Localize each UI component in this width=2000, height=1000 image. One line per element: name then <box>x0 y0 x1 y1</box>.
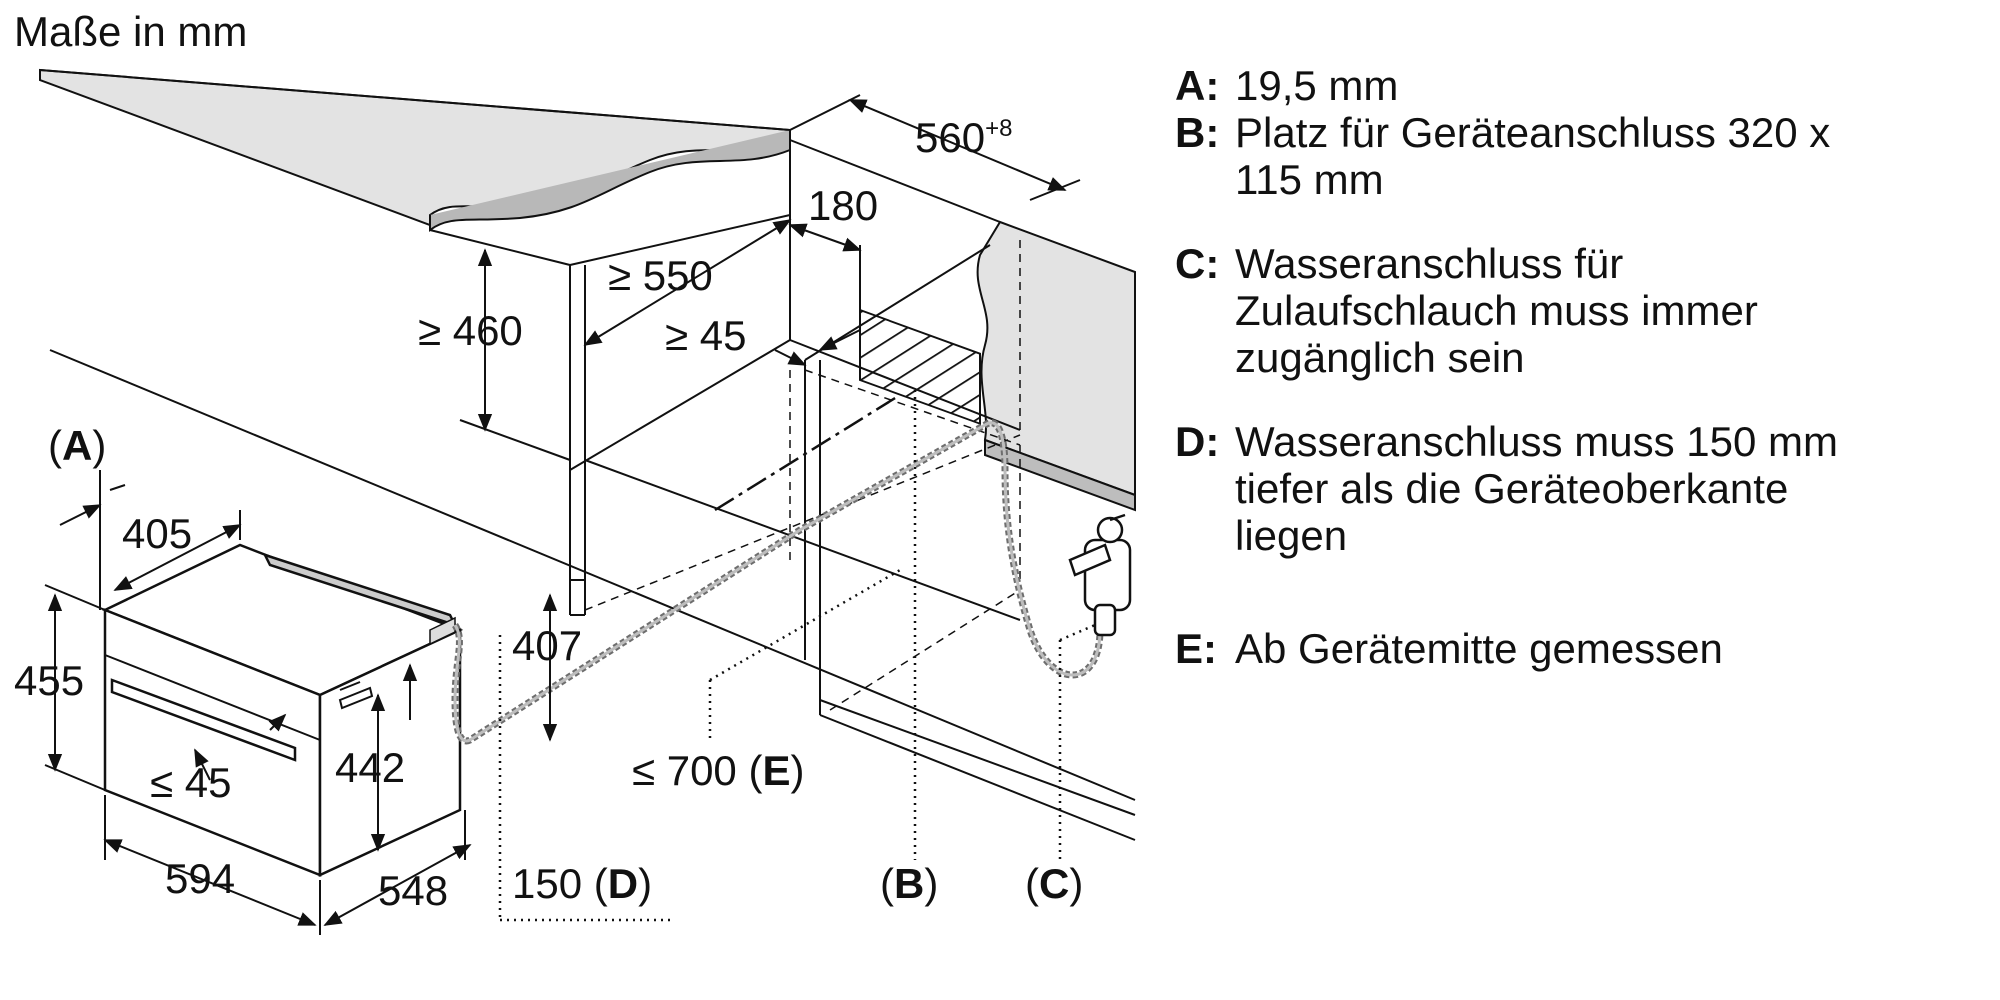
legend-key: D: <box>1175 418 1220 465</box>
dim-550: ≥ 550 <box>608 252 713 299</box>
legend-line: zugänglich sein <box>1235 334 1525 381</box>
water-hose <box>451 419 1104 745</box>
connection-area-b <box>859 308 981 426</box>
label-c: (C) <box>1025 860 1083 907</box>
water-hose-inner <box>453 421 1102 743</box>
legend-line: Platz für Geräteanschluss 320 x <box>1235 109 1831 156</box>
legend-line: 115 mm <box>1235 156 1384 203</box>
water-tap <box>1068 513 1132 637</box>
dimension-arrows <box>44 94 1081 935</box>
dim-180: 180 <box>808 182 878 229</box>
legend-item-b: B: Platz für Geräteanschluss 320 x 115 m… <box>1175 109 1975 203</box>
dim-150: 150 (D) <box>512 860 652 907</box>
legend-item-d: D: Wasseranschluss muss 150 mm tiefer al… <box>1175 418 1975 559</box>
legend-line: liegen <box>1235 512 1348 559</box>
dim-442: 442 <box>335 744 405 791</box>
legend-item-a: A: 19,5 mm <box>1175 62 1975 109</box>
dim-45-top: ≥ 45 <box>665 312 746 359</box>
legend-item-e: E: Ab Gerätemitte gemessen <box>1175 625 1975 672</box>
legend: A: 19,5 mm B: Platz für Geräteanschluss … <box>1175 62 1975 672</box>
worktop-right <box>976 220 1136 512</box>
diagram-title: Maße in mm <box>14 8 247 55</box>
label-a: (A) <box>48 422 106 469</box>
legend-line: Zulaufschlauch muss immer <box>1235 287 1758 334</box>
legend-key: B: <box>1175 109 1220 156</box>
legend-key: C: <box>1175 240 1220 287</box>
legend-item-c: C: Wasseranschluss für Zulaufschlauch mu… <box>1175 240 1975 381</box>
dim-455: 455 <box>14 657 84 704</box>
dim-45-bottom: ≤ 45 <box>150 759 231 806</box>
oven <box>101 543 464 877</box>
dim-700: ≤ 700 (E) <box>632 747 804 794</box>
legend-key: A: <box>1175 62 1220 109</box>
legend-key: E: <box>1175 625 1217 672</box>
dim-405: 405 <box>122 510 192 557</box>
dotted-lines <box>498 390 1096 922</box>
dim-548: 548 <box>378 867 448 914</box>
dim-460: ≥ 460 <box>418 307 523 354</box>
label-b: (B) <box>880 860 938 907</box>
dimension-labels: 560+8 180 ≥ 550 ≥ 460 ≥ 45 (A) 405 455 4… <box>14 114 1083 914</box>
legend-line: tiefer als die Geräteoberkante <box>1235 465 1789 512</box>
dim-560: 560+8 <box>915 114 1012 161</box>
hidden-lines <box>584 240 1021 711</box>
dim-407: 407 <box>512 622 582 669</box>
legend-line: Wasseranschluss muss 150 mm <box>1235 418 1838 465</box>
dim-594: 594 <box>165 855 235 902</box>
legend-line: Ab Gerätemitte gemessen <box>1235 625 1723 672</box>
worktop <box>39 68 791 232</box>
legend-line: Wasseranschluss für <box>1235 240 1624 287</box>
legend-line: 19,5 mm <box>1235 62 1399 109</box>
cabinet-niche <box>49 139 1136 841</box>
center-line <box>714 393 901 512</box>
